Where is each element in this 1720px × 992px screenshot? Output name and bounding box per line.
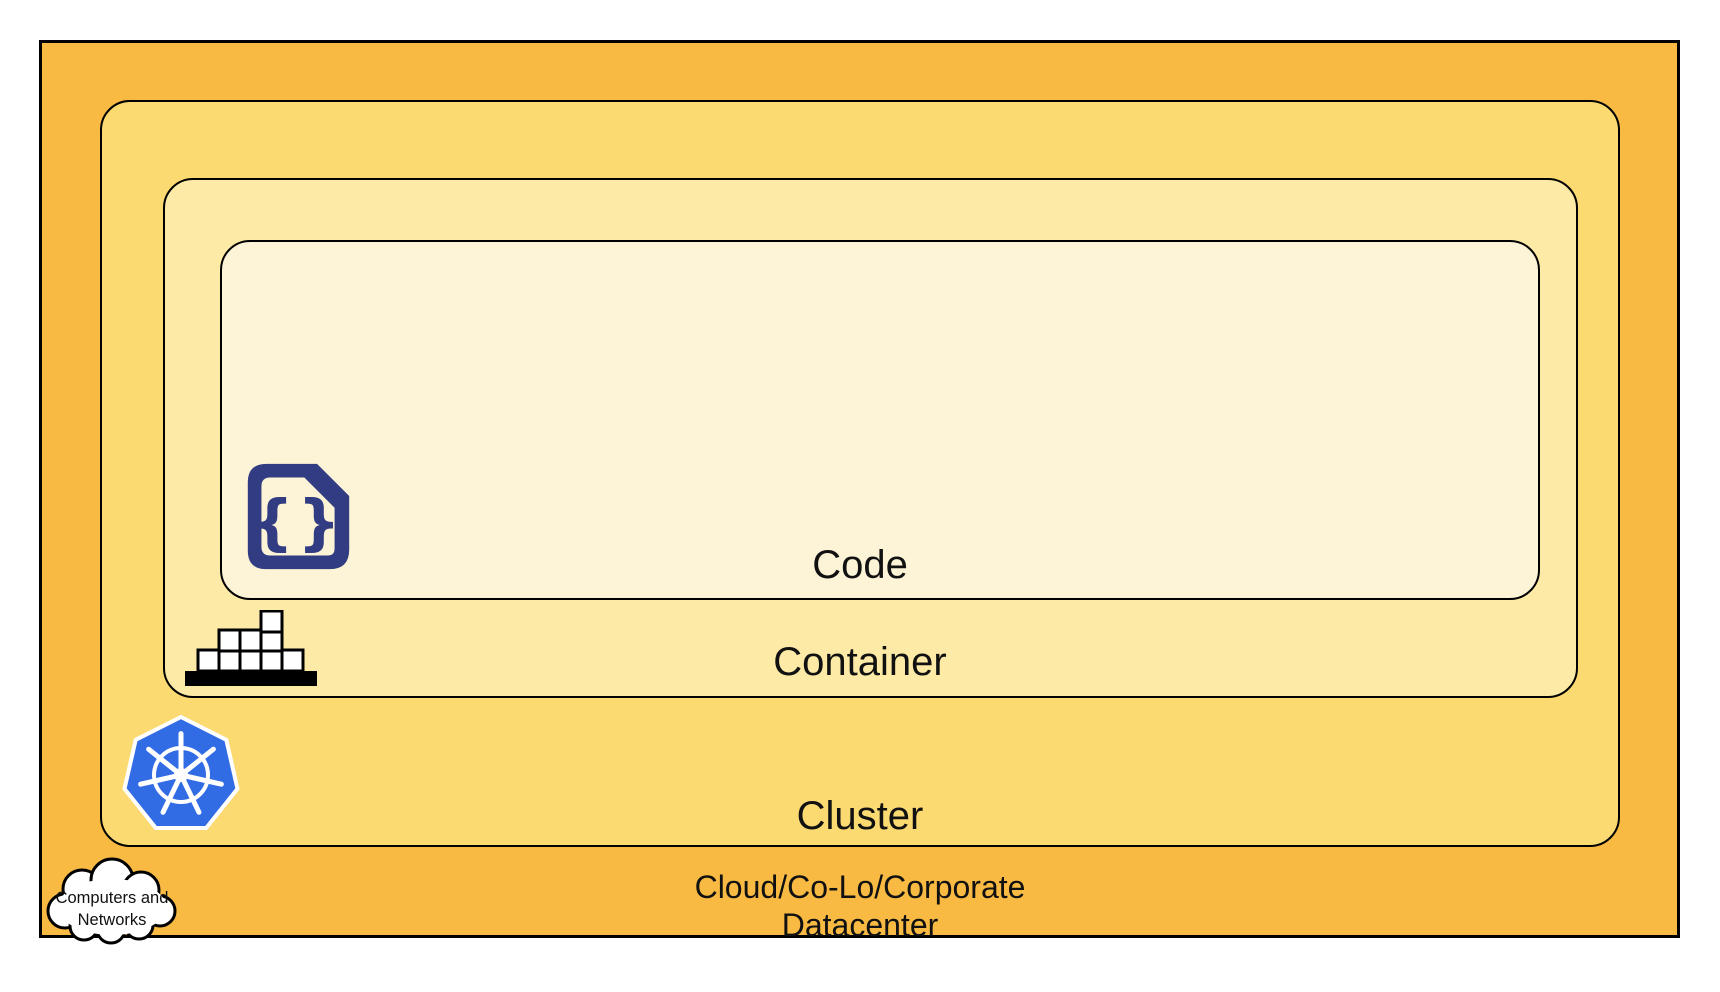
label-container: Container <box>773 640 947 684</box>
cloud-label-line1: Computers and <box>56 889 169 907</box>
kubernetes-icon-svg <box>122 715 240 830</box>
kubernetes-wheel-hub <box>174 768 188 782</box>
label-datacenter: Cloud/Co-Lo/Corporate Datacenter <box>0 868 1720 944</box>
label-cluster: Cluster <box>796 794 924 838</box>
container-stack-icon <box>185 610 317 686</box>
crate <box>259 610 284 634</box>
container-stack-icon-svg <box>185 610 317 686</box>
cloud-icon-svg: Computers and Networks <box>46 857 177 945</box>
label-code: Code <box>812 543 908 587</box>
code-file-outline <box>247 463 350 570</box>
label-datacenter-line1: Cloud/Co-Lo/Corporate <box>694 869 1026 905</box>
code-braces-glyph: {} <box>251 488 345 558</box>
layer-code <box>220 240 1540 600</box>
code-file-icon: {} <box>240 456 357 577</box>
crate <box>280 648 305 673</box>
label-datacenter-line2: Datacenter <box>781 907 939 943</box>
kubernetes-icon <box>121 711 241 839</box>
cloud-label-line2: Networks <box>78 911 147 929</box>
cloud-icon: Computers and Networks <box>37 851 187 946</box>
cloud-body <box>58 879 166 935</box>
code-file-icon-svg: {} <box>247 463 350 570</box>
container-base-bar <box>185 671 317 686</box>
